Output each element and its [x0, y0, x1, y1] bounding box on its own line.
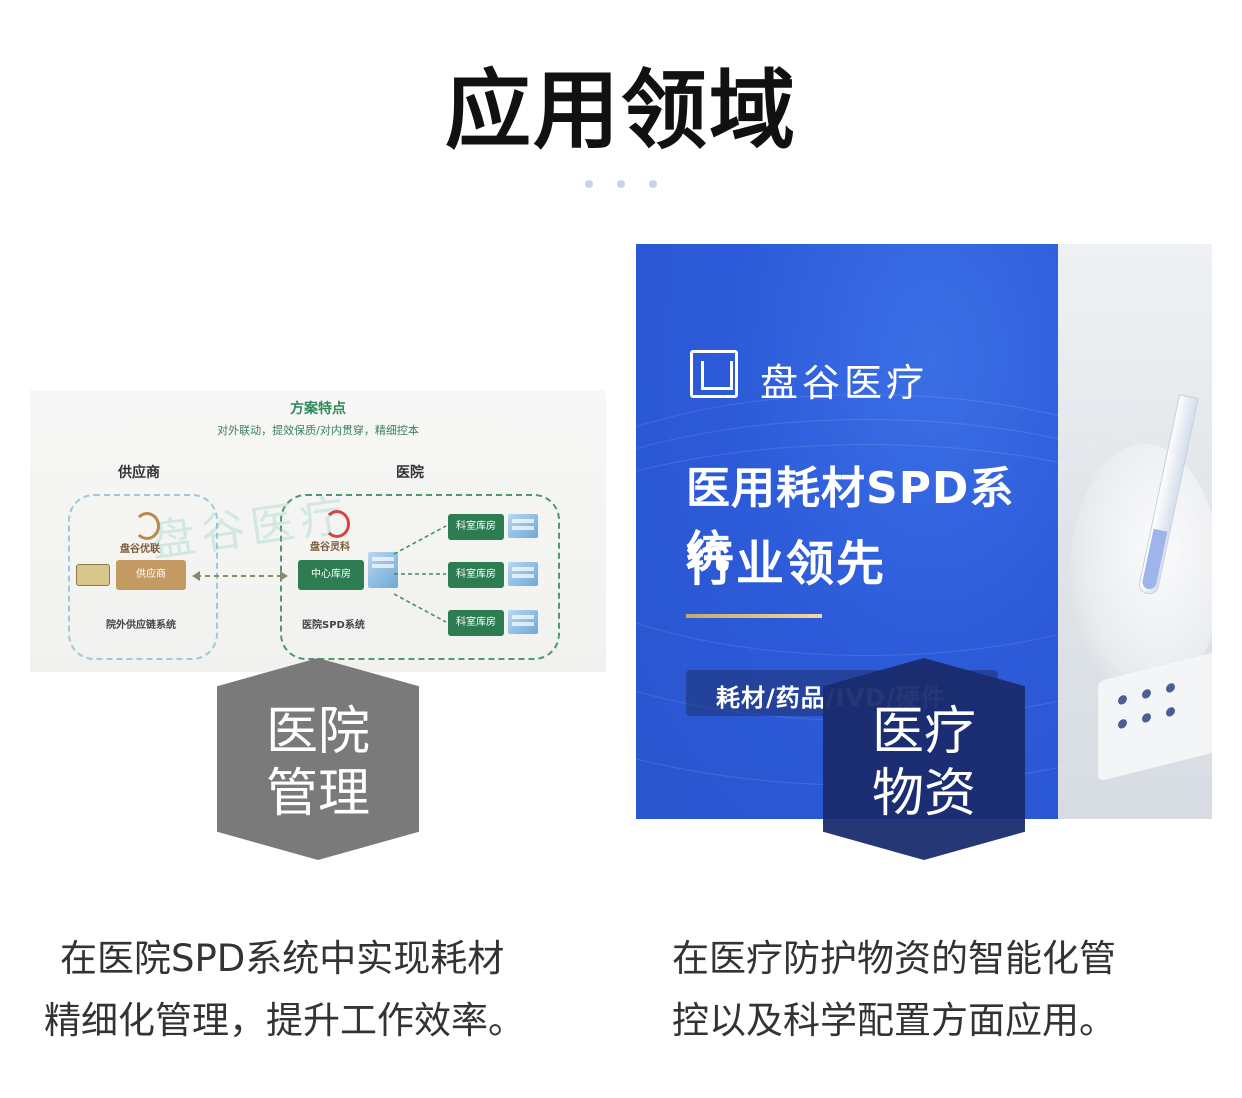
page-title: 应用领域	[445, 61, 797, 161]
left-caption-line: 精细化管理，提升工作效率。	[44, 999, 525, 1042]
hospital-building-icon	[368, 552, 398, 588]
gold-divider	[686, 614, 822, 618]
spd-diagram-image: 方案特点 对外联动，提效保质/对内贯穿，精细控本 供应商 医院 盘谷医疗 盘谷优…	[30, 390, 606, 672]
dept-building-icon	[508, 514, 538, 538]
hospital-logo-icon	[324, 510, 350, 538]
hospital-logo: 盘谷灵科	[310, 542, 350, 553]
pagination-dot[interactable]	[617, 180, 625, 188]
badge-line: 医院	[265, 702, 370, 762]
medical-supplies-badge: 医疗 物资	[823, 658, 1025, 860]
poster-brand: 盘谷医疗	[760, 361, 929, 405]
dept-building-icon	[508, 562, 538, 586]
dept-warehouse-pill: 科室库房	[448, 514, 504, 540]
supplier-logo-icon	[134, 512, 160, 540]
poster-headline: 医用耗材SPD系统	[686, 463, 1015, 578]
diagram-subtitle: 对外联动，提效保质/对内贯穿，精细控本	[217, 424, 419, 437]
diagram-title: 方案特点	[290, 401, 346, 417]
dept-building-icon	[508, 610, 538, 634]
pagination-dots	[0, 180, 1242, 188]
right-caption-line: 在医疗防护物资的智能化管	[672, 937, 1116, 980]
dept-warehouse-pill: 科室库房	[448, 610, 504, 636]
truck-icon	[76, 564, 110, 586]
supplier-logo: 盘谷优联	[120, 544, 160, 555]
dept-link-arrows	[393, 525, 447, 623]
pagination-dot[interactable]	[649, 180, 657, 188]
supplier-system-note: 院外供应链系统	[106, 620, 176, 631]
badge-line: 医疗	[871, 702, 976, 762]
badge-line: 物资	[871, 764, 976, 824]
supplier-group-label: 供应商	[118, 465, 160, 481]
hospital-management-badge: 医院 管理	[217, 658, 419, 860]
right-caption-line: 控以及科学配置方面应用。	[672, 999, 1116, 1042]
pagination-dot[interactable]	[585, 180, 593, 188]
left-caption-line: 在医院SPD系统中实现耗材	[60, 937, 505, 980]
hospital-system-note: 医院SPD系统	[302, 620, 365, 631]
brand-logo-icon	[690, 350, 738, 398]
badge-line: 管理	[265, 764, 370, 824]
supplier-pill: 供应商	[116, 560, 186, 590]
dept-warehouse-pill: 科室库房	[448, 562, 504, 588]
center-warehouse-pill: 中心库房	[298, 560, 364, 590]
supplier-link-arrow	[192, 571, 288, 581]
hospital-group-label: 医院	[396, 465, 424, 481]
poster-headline-2: 行业领先	[686, 536, 887, 592]
